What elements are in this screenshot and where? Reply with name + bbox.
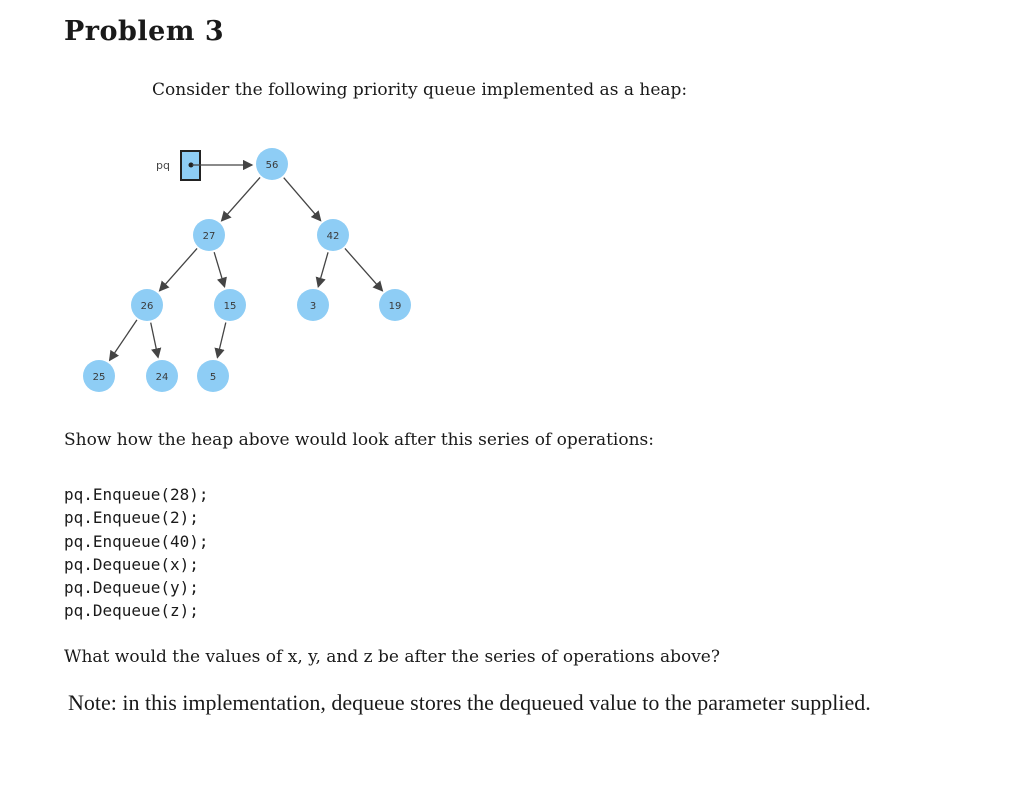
heap-node: 3 xyxy=(297,289,329,321)
heap-node-value: 19 xyxy=(389,301,402,312)
heap-node-circle xyxy=(146,360,178,392)
heap-node-circle xyxy=(256,148,288,180)
heap-node-circle xyxy=(83,360,115,392)
heap-node: 24 xyxy=(146,360,178,392)
code-line: pq.Enqueue(40); xyxy=(64,531,209,551)
heap-node-circle xyxy=(193,219,225,251)
heap-edge xyxy=(220,177,261,222)
heap-node-circle xyxy=(197,360,229,392)
heap-node-circle xyxy=(214,289,246,321)
heap-edge xyxy=(283,177,322,222)
heap-node-circle xyxy=(379,289,411,321)
instruction-text: Show how the heap above would look after… xyxy=(64,430,654,450)
heap-node-value: 42 xyxy=(327,231,340,242)
heap-edge xyxy=(315,252,329,288)
intro-text: Consider the following priority queue im… xyxy=(152,80,688,100)
pq-label: pq xyxy=(156,159,170,172)
heap-edge xyxy=(344,248,384,292)
heap-node-value: 15 xyxy=(224,301,237,312)
code-line: pq.Dequeue(y); xyxy=(64,578,199,598)
heap-node: 15 xyxy=(214,289,246,321)
heap-node-value: 24 xyxy=(156,372,169,383)
heap-edge xyxy=(108,319,138,362)
heap-node: 27 xyxy=(193,219,225,251)
heap-node-value: 5 xyxy=(210,372,216,383)
heap-edge xyxy=(214,322,227,359)
note-text: Note: in this implementation, dequeue st… xyxy=(68,690,871,715)
heap-edge xyxy=(158,248,198,292)
heap-node: 5 xyxy=(197,360,229,392)
heap-node: 56 xyxy=(256,148,288,180)
code-line: pq.Enqueue(2); xyxy=(64,508,199,528)
heap-diagram: pq 56 27 42 26 15 3 19 25 24 5 xyxy=(83,148,411,392)
heap-node: 25 xyxy=(83,360,115,392)
heap-node-value: 27 xyxy=(203,231,216,242)
heap-edge xyxy=(150,322,162,359)
heap-node-value: 56 xyxy=(266,160,279,171)
code-line: pq.Dequeue(z); xyxy=(64,601,199,621)
heap-edge xyxy=(213,252,227,289)
code-line: pq.Enqueue(28); xyxy=(64,485,209,504)
heap-node-circle xyxy=(131,289,163,321)
code-block: pq.Enqueue(28); pq.Enqueue(2); pq.Enqueu… xyxy=(64,483,209,623)
heap-node: 26 xyxy=(131,289,163,321)
heap-node: 19 xyxy=(379,289,411,321)
heap-node-value: 3 xyxy=(310,301,316,312)
question-text: What would the values of x, y, and z be … xyxy=(64,647,720,667)
heap-node-circle xyxy=(317,219,349,251)
problem-title: Problem 3 xyxy=(64,16,225,47)
heap-node-circle xyxy=(297,289,329,321)
heap-node: 42 xyxy=(317,219,349,251)
pq-pointer-dot xyxy=(188,162,194,168)
heap-node-value: 26 xyxy=(141,301,154,312)
code-line: pq.Dequeue(x); xyxy=(64,554,199,574)
heap-node-value: 25 xyxy=(93,372,106,383)
